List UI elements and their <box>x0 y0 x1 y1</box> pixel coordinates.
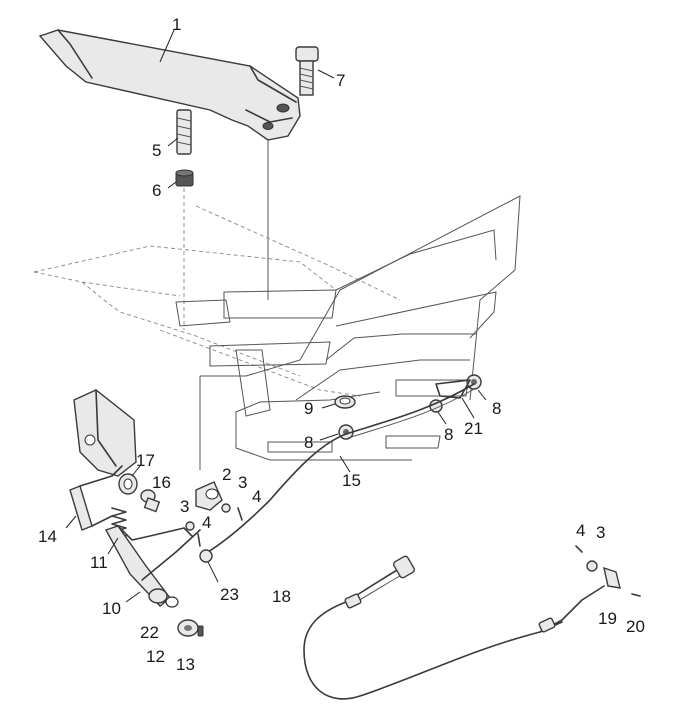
callout-18: 18 <box>272 587 291 606</box>
pin-13-part <box>197 625 204 637</box>
callout-3-cable: 3 <box>596 523 605 542</box>
lever-10-part <box>104 525 201 607</box>
callout-21: 21 <box>464 419 483 438</box>
callout-20: 20 <box>626 617 645 636</box>
stud-5-part <box>176 109 192 155</box>
callout-11: 11 <box>90 553 108 572</box>
leader-lines <box>65 29 487 603</box>
callout-4-cable: 4 <box>576 521 585 540</box>
bracket-21-part <box>435 379 471 399</box>
bushing-23-part <box>199 549 213 563</box>
callout-4-lower: 4 <box>202 513 211 532</box>
callout-12: 12 <box>146 647 165 666</box>
callout-22: 22 <box>140 623 159 642</box>
callout-2: 2 <box>222 465 231 484</box>
callout-5: 5 <box>152 141 161 160</box>
callout-8-nut-mid: 8 <box>444 425 453 444</box>
grommet-9-part <box>334 395 356 409</box>
callout-10: 10 <box>102 599 121 618</box>
callout-1: 1 <box>172 15 181 34</box>
callout-8-nut-right: 8 <box>492 399 501 418</box>
washer-22-part <box>165 596 179 608</box>
bushing-17-part <box>118 473 138 495</box>
callout-14: 14 <box>38 527 57 546</box>
screw-16-part <box>140 489 161 513</box>
pad-12-part <box>177 619 199 637</box>
callout-19: 19 <box>598 609 617 628</box>
callout-17: 17 <box>136 451 155 470</box>
pivot-block-2-part <box>195 481 223 511</box>
callout-6: 6 <box>152 181 161 200</box>
callout-16: 16 <box>152 473 171 492</box>
cabin-panel-context <box>175 195 521 470</box>
cable-end-fittings <box>575 545 641 597</box>
nut-6-part <box>175 169 194 187</box>
callout-8-nut-left: 8 <box>304 433 313 452</box>
callout-13: 13 <box>176 655 195 674</box>
pedal-bracket-14-part <box>69 389 137 531</box>
callout-23: 23 <box>220 585 239 604</box>
bolt-7-part <box>295 46 319 96</box>
callout-15: 15 <box>342 471 361 490</box>
throttle-cable-15-part <box>207 383 477 553</box>
callout-4-upper: 4 <box>252 487 261 506</box>
cable-assembly-18-part <box>303 555 605 700</box>
pedal-arm-part <box>38 29 301 141</box>
callout-7: 7 <box>336 71 345 90</box>
callout-3-upper: 3 <box>238 473 247 492</box>
floor-panel-context <box>33 205 401 397</box>
callout-labels: 1 7 5 6 9 8 8 8 21 15 17 16 2 3 4 3 4 14… <box>38 15 645 674</box>
washer-3-and-pin-4-parts <box>185 503 243 547</box>
callout-3-lower: 3 <box>180 497 189 516</box>
callout-9: 9 <box>304 399 313 418</box>
